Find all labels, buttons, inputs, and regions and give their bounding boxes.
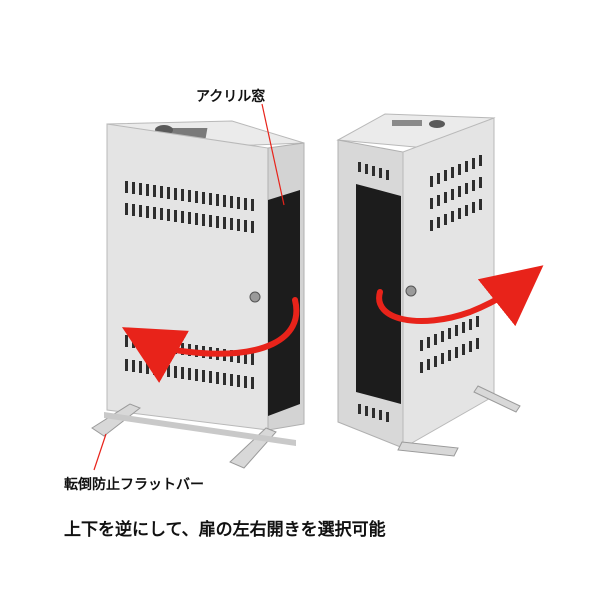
acrylic-window-label: アクリル窓 (196, 89, 266, 105)
cabinet-right (336, 113, 521, 457)
arrow-left-swing (121, 297, 300, 383)
leader-acrylic (261, 103, 285, 206)
caption-text: 上下を逆にして、扉の左右開きを選択可能 (64, 520, 386, 540)
leader-flat-bar (93, 433, 107, 471)
cabinet-left (91, 120, 305, 469)
arrow-right-swing (376, 265, 544, 327)
anti-tip-bar-label: 転倒防止フラットバー (64, 477, 204, 493)
